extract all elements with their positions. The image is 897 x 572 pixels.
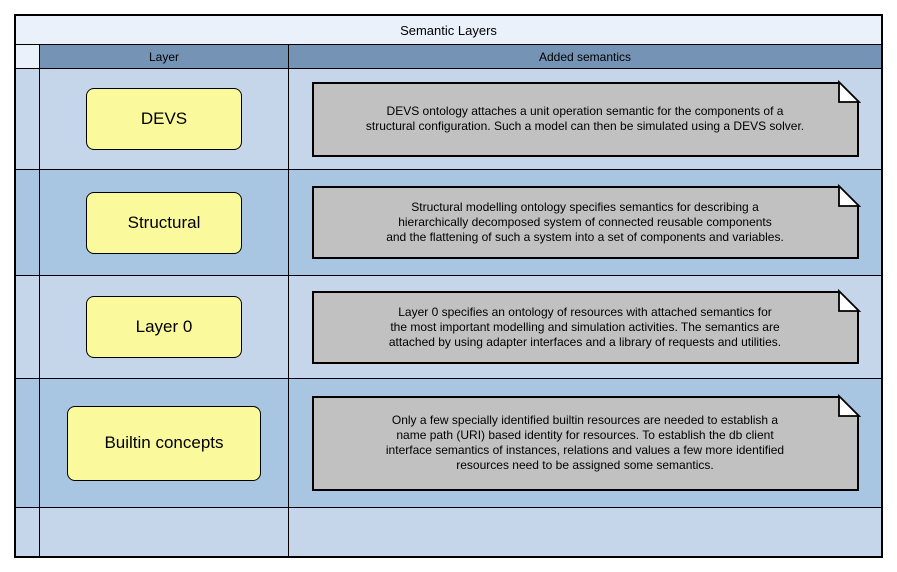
semantic-layers-table: Semantic Layers Layer Added semantics DE… xyxy=(14,14,883,558)
header-gutter-cell xyxy=(16,45,40,68)
table-row-layer0: Layer 0 Layer 0 specifies an ontology of… xyxy=(16,276,881,379)
layer-box-builtin-concepts-label: Builtin concepts xyxy=(104,433,224,452)
note-builtin-concepts: Only a few specially identified builtin … xyxy=(311,393,861,491)
layer-box-devs-label: DEVS xyxy=(140,109,188,128)
page-title: Semantic Layers xyxy=(400,22,497,38)
layer-cell-devs: DEVS xyxy=(40,69,289,169)
column-header-added-semantics-label: Added semantics xyxy=(538,49,632,64)
layer-box-builtin-concepts: Builtin concepts xyxy=(67,405,261,481)
table-row-builtin-concepts: Builtin concepts Only a few specially id… xyxy=(16,379,881,508)
added-semantics-cell-structural: Structural modelling ontology specifies … xyxy=(289,170,881,275)
note-fold-icon xyxy=(837,183,861,207)
column-header-added-semantics: Added semantics xyxy=(289,45,881,68)
layer-box-layer0: Layer 0 xyxy=(86,296,242,358)
layer-cell-builtin-concepts: Builtin concepts xyxy=(40,379,289,507)
layer-cell-empty xyxy=(40,508,289,556)
added-semantics-cell-builtin-concepts: Only a few specially identified builtin … xyxy=(289,379,881,507)
layer-box-structural-label: Structural xyxy=(127,212,201,232)
layer-cell-structural: Structural xyxy=(40,170,289,275)
note-structural: Structural modelling ontology specifies … xyxy=(311,183,861,259)
table-header-row: Layer Added semantics xyxy=(16,45,881,69)
table-title-bar: Semantic Layers xyxy=(16,16,881,45)
note-fold-icon xyxy=(837,79,861,103)
added-semantics-cell-layer0: Layer 0 specifies an ontology of resourc… xyxy=(289,276,881,378)
note-fold-icon xyxy=(837,393,861,417)
layer-cell-layer0: Layer 0 xyxy=(40,276,289,378)
note-layer0: Layer 0 specifies an ontology of resourc… xyxy=(311,288,861,364)
table-row-empty xyxy=(16,508,881,556)
layer-box-structural: Structural xyxy=(86,191,242,254)
note-devs-text: DEVS ontology attaches a unit operation … xyxy=(365,104,805,133)
note-devs: DEVS ontology attaches a unit operation … xyxy=(311,79,861,157)
row-gutter-cell xyxy=(16,276,40,378)
column-header-layer: Layer xyxy=(40,45,289,68)
column-header-layer-label: Layer xyxy=(148,49,180,64)
table-row-devs: DEVS DEVS ontology attaches a unit opera… xyxy=(16,69,881,170)
note-builtin-concepts-text: Only a few specially identified builtin … xyxy=(385,413,785,472)
row-gutter-cell xyxy=(16,379,40,507)
layer-box-layer0-label: Layer 0 xyxy=(135,317,193,336)
row-gutter-cell xyxy=(16,69,40,169)
note-fold-icon xyxy=(837,288,861,312)
note-layer0-text: Layer 0 specifies an ontology of resourc… xyxy=(388,304,782,349)
note-structural-text: Structural modelling ontology specifies … xyxy=(386,200,784,244)
row-gutter-cell xyxy=(16,170,40,275)
added-semantics-cell-empty xyxy=(289,508,881,556)
table-row-structural: Structural Structural modelling ontology… xyxy=(16,170,881,276)
added-semantics-cell-devs: DEVS ontology attaches a unit operation … xyxy=(289,69,881,169)
row-gutter-cell xyxy=(16,508,40,556)
layer-box-devs: DEVS xyxy=(86,88,242,150)
